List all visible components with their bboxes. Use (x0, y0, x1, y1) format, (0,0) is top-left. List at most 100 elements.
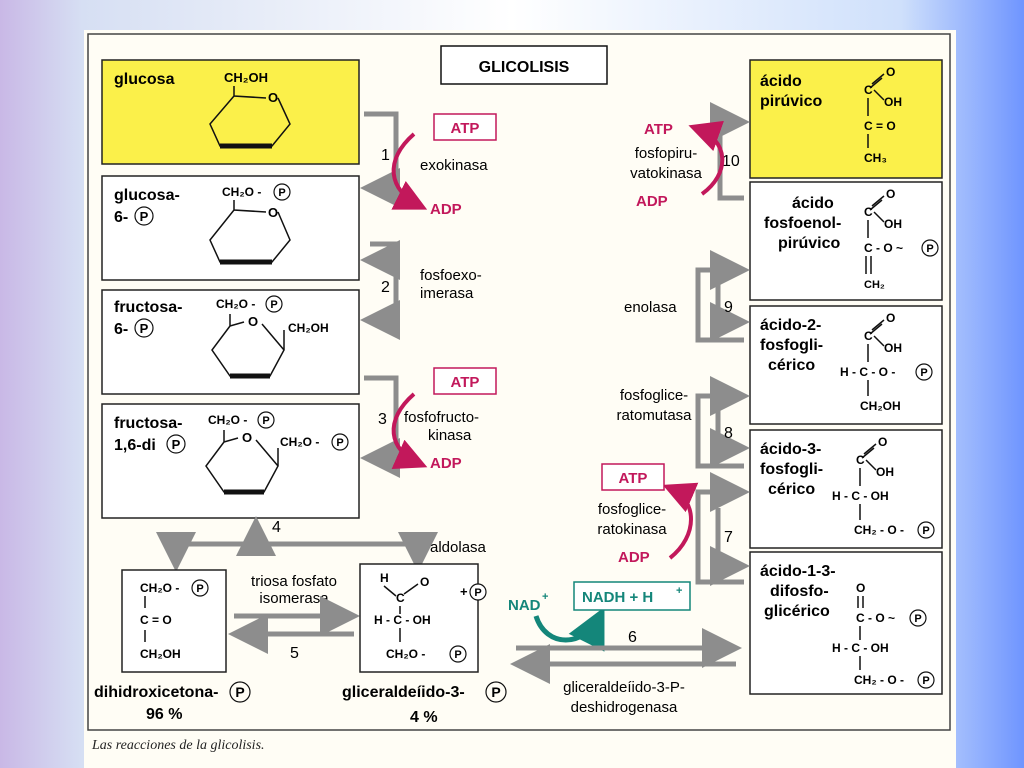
svg-text:difosfo-: difosfo- (770, 583, 829, 600)
svg-text:OH: OH (884, 95, 902, 109)
svg-text:CH₂O -: CH₂O - (208, 413, 247, 427)
svg-text:10: 10 (722, 153, 740, 170)
svg-text:P: P (262, 415, 269, 427)
glycolysis-slide: GLICOLISIS glucosa CH₂OH O glucosa- 6- P… (84, 30, 956, 768)
svg-text:ácido: ácido (760, 73, 802, 90)
svg-text:NAD: NAD (508, 597, 541, 614)
step-7-atp-arrow (662, 482, 699, 560)
svg-text:4: 4 (272, 519, 281, 536)
svg-text:kinasa: kinasa (428, 427, 472, 444)
compound-2pg: ácido-2- fosfogli- cérico O C OH H - C -… (749, 305, 943, 425)
compound-fructosa-16bp: fructosa- 1,6-di P CH₂O - P CH₂O - P O (101, 403, 360, 519)
svg-text:fosfoglice-: fosfoglice- (620, 387, 688, 404)
svg-text:gliceraldeíido-3-: gliceraldeíido-3- (342, 684, 465, 701)
svg-text:P: P (474, 587, 481, 599)
svg-text:fosfopiru-: fosfopiru- (635, 145, 698, 162)
svg-text:OH: OH (884, 341, 902, 355)
svg-text:fructosa-: fructosa- (114, 299, 182, 316)
svg-text:C = O: C = O (140, 613, 172, 627)
svg-text:C: C (864, 205, 873, 219)
svg-text:3: 3 (378, 411, 387, 428)
svg-text:isomerasa: isomerasa (259, 590, 329, 607)
step-10-arrow (710, 102, 750, 201)
svg-text:O: O (248, 314, 258, 329)
figure-caption: Las reacciones de la glicolisis. (92, 738, 265, 753)
svg-text:P: P (336, 437, 343, 449)
svg-text:cérico: cérico (768, 481, 815, 498)
svg-text:C: C (396, 591, 405, 605)
svg-text:4 %: 4 % (410, 709, 438, 726)
svg-text:P: P (454, 649, 461, 661)
svg-text:P: P (926, 243, 933, 255)
svg-text:ADP: ADP (636, 193, 668, 210)
svg-text:ratomutasa: ratomutasa (616, 407, 692, 424)
svg-text:deshidrogenasa: deshidrogenasa (571, 699, 678, 716)
svg-text:CH₂O -: CH₂O - (140, 581, 179, 595)
svg-text:8: 8 (724, 425, 733, 442)
svg-text:96 %: 96 % (146, 706, 182, 723)
svg-text:+: + (676, 585, 682, 597)
svg-text:glucosa-: glucosa- (114, 187, 180, 204)
svg-text:glicérico: glicérico (764, 603, 830, 620)
svg-text:fosfoglice-: fosfoglice- (598, 501, 666, 518)
svg-text:CH₂ - O -: CH₂ - O - (854, 523, 904, 537)
svg-text:CH₂: CH₂ (864, 279, 885, 291)
svg-text:ADP: ADP (618, 549, 650, 566)
compound-fructosa-6p: fructosa- 6- P CH₂O - P CH₂OH O (101, 289, 360, 395)
compound-pep: ácido fosfoenol- pirúvico O C OH C - O ~… (749, 181, 943, 301)
svg-text:H - C - OH: H - C - OH (374, 613, 431, 627)
svg-text:exokinasa: exokinasa (420, 157, 488, 174)
svg-text:CH₂O -: CH₂O - (280, 435, 319, 449)
svg-text:OH: OH (876, 465, 894, 479)
svg-text:dihidroxicetona-: dihidroxicetona- (94, 684, 218, 701)
svg-text:C: C (856, 453, 865, 467)
title-box (440, 45, 608, 85)
svg-text:P: P (270, 299, 277, 311)
svg-text:O: O (268, 205, 278, 220)
compound-13bpg: ácido-1-3- difosfo- glicérico O C - O ~ … (749, 551, 943, 695)
svg-text:P: P (922, 525, 929, 537)
step-6-nad-arrow (533, 607, 605, 652)
svg-text:C: C (864, 83, 873, 97)
svg-text:O: O (420, 575, 429, 589)
step-1-atp-arrow (391, 132, 428, 210)
glycolysis-diagram: GLICOLISIS glucosa CH₂OH O glucosa- 6- P… (87, 33, 951, 731)
svg-text:OH: OH (884, 217, 902, 231)
svg-text:NADH + H: NADH + H (582, 589, 653, 606)
svg-text:fructosa-: fructosa- (114, 415, 182, 432)
svg-text:ratokinasa: ratokinasa (597, 521, 667, 538)
svg-text:O: O (268, 90, 278, 105)
svg-text:P: P (140, 209, 149, 224)
svg-text:cérico: cérico (768, 357, 815, 374)
svg-text:7: 7 (724, 529, 733, 546)
svg-text:fosfogli-: fosfogli- (760, 461, 823, 478)
svg-text:O: O (856, 581, 865, 595)
svg-text:5: 5 (290, 645, 299, 662)
compound-glucosa-6p: glucosa- 6- P CH₂O - P O (101, 175, 360, 281)
svg-text:CH₂O -: CH₂O - (386, 647, 425, 661)
svg-text:H - C - OH: H - C - OH (832, 641, 889, 655)
svg-text:fosfoenol-: fosfoenol- (764, 215, 841, 232)
step-10-atp-arrow (688, 120, 725, 196)
svg-text:CH₂OH: CH₂OH (140, 647, 181, 661)
svg-text:O: O (886, 311, 895, 325)
svg-text:O: O (242, 430, 252, 445)
compound-g3p: H C O + P H - C - OH CH₂O - P (359, 563, 487, 673)
svg-text:ATP: ATP (644, 121, 673, 138)
svg-text:fosfofructo-: fosfofructo- (404, 409, 479, 426)
svg-text:C = O: C = O (864, 119, 896, 133)
svg-text:ADP: ADP (430, 455, 462, 472)
svg-text:1,6-di: 1,6-di (114, 437, 156, 454)
svg-text:CH₃: CH₃ (864, 151, 887, 165)
svg-text:H - C - OH: H - C - OH (832, 489, 889, 503)
svg-text:fosfogli-: fosfogli- (760, 337, 823, 354)
svg-text:CH₂O -: CH₂O - (216, 297, 255, 311)
svg-text:ADP: ADP (430, 201, 462, 218)
svg-text:P: P (140, 321, 149, 336)
svg-text:C: C (864, 329, 873, 343)
svg-text:CH₂ - O -: CH₂ - O - (854, 673, 904, 687)
svg-text:H: H (380, 571, 389, 585)
svg-text:ácido-2-: ácido-2- (760, 317, 821, 334)
svg-text:P: P (922, 675, 929, 687)
svg-text:ácido-3-: ácido-3- (760, 441, 821, 458)
